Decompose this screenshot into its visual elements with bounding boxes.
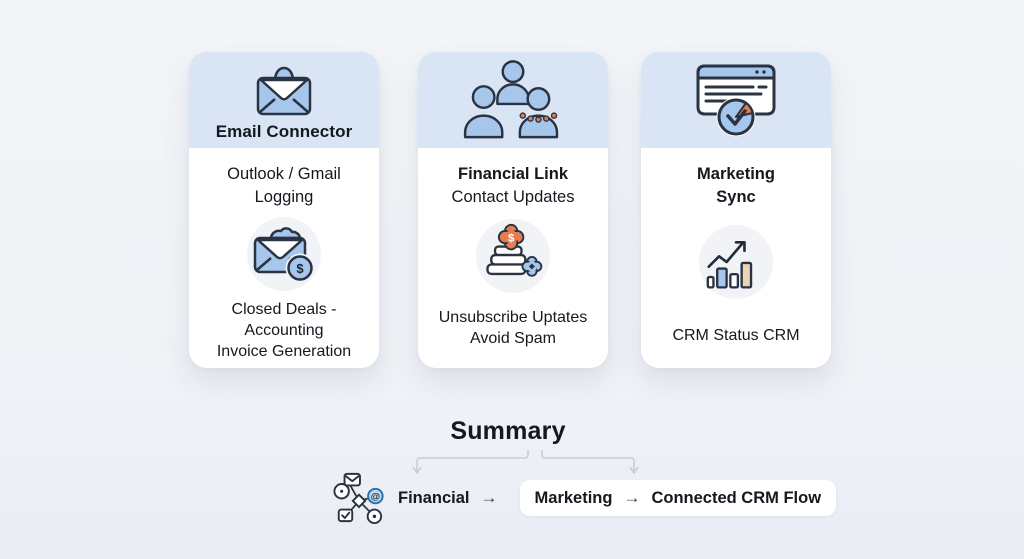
team-icon bbox=[463, 60, 559, 139]
arrow-right-icon: → bbox=[480, 488, 498, 507]
finance-stack-icon: $ bbox=[486, 223, 543, 277]
card-top-line: Sync bbox=[716, 188, 756, 206]
arrow-right-icon: → bbox=[623, 488, 641, 507]
at-glyph: @ bbox=[371, 491, 380, 502]
card-top-text: Outlook / Gmail Logging bbox=[227, 163, 341, 209]
card-financial-link: Financial Link Contact Updates $ bbox=[418, 52, 608, 368]
summary-title: Summary bbox=[450, 417, 566, 445]
card-title: Email Connector bbox=[215, 121, 353, 141]
dollar-glyph: $ bbox=[508, 232, 515, 244]
browser-sync-icon bbox=[696, 64, 776, 137]
beads-detail bbox=[519, 112, 558, 123]
blue-coin bbox=[521, 256, 543, 277]
card-bottom-text: CRM Status CRM bbox=[672, 325, 799, 346]
card-bottom-line: Invoice Generation bbox=[216, 343, 352, 360]
flow-pill: Marketing → Connected CRM Flow bbox=[519, 480, 837, 516]
card-top-line: Financial Link bbox=[457, 165, 569, 183]
card-marketing-sync: Marketing Sync CRM Status CRM bbox=[641, 52, 831, 368]
icon-circle bbox=[699, 225, 773, 299]
flow-step-marketing: Marketing bbox=[534, 488, 613, 507]
flow-step-connected-crm: Connected CRM Flow bbox=[651, 488, 822, 507]
card-body: Outlook / Gmail Logging $ Closed Deals -… bbox=[189, 148, 379, 362]
card-bottom-line: CRM Status CRM bbox=[672, 327, 800, 344]
envelope-dollar-icon: $ bbox=[253, 227, 315, 283]
dollar-coin: $ bbox=[497, 223, 525, 251]
card-bottom-line: Closed Deals - bbox=[231, 301, 337, 318]
card-bottom-line: Avoid Spam bbox=[470, 330, 556, 347]
envelope-icon bbox=[256, 66, 312, 115]
card-bottom-line: Accounting bbox=[244, 322, 324, 339]
card-top-text: Financial Link Contact Updates bbox=[452, 163, 575, 209]
card-top-line: Marketing bbox=[697, 165, 775, 183]
flow-step-financial: Financial bbox=[398, 488, 470, 507]
summary-flow: @ Financial → Marketing → Connected CRM … bbox=[332, 472, 837, 525]
growth-chart-icon bbox=[706, 240, 753, 289]
icon-circle: $ bbox=[476, 219, 550, 293]
card-bottom-line: Unsubscribe Uptates bbox=[438, 309, 588, 326]
card-top-line: Contact Updates bbox=[451, 188, 575, 206]
card-top-text: Marketing Sync bbox=[697, 163, 775, 209]
card-header bbox=[418, 52, 608, 148]
card-body: Marketing Sync CRM Status CRM bbox=[641, 148, 831, 346]
card-bottom-text: Closed Deals - Accounting Invoice Genera… bbox=[217, 299, 351, 362]
card-email-connector: Email Connector Outlook / Gmail Logging … bbox=[189, 52, 379, 368]
card-top-line: Logging bbox=[254, 188, 314, 206]
icon-circle: $ bbox=[247, 217, 321, 291]
split-bracket-arrows bbox=[412, 450, 639, 474]
integration-hub-icon: @ bbox=[333, 472, 384, 525]
dollar-glyph: $ bbox=[296, 261, 304, 276]
card-top-line: Outlook / Gmail bbox=[227, 165, 341, 183]
card-header: Email Connector bbox=[189, 52, 379, 148]
card-bottom-text: Unsubscribe Uptates Avoid Spam bbox=[439, 307, 588, 349]
card-header bbox=[641, 52, 831, 148]
card-body: Financial Link Contact Updates $ bbox=[418, 148, 608, 349]
